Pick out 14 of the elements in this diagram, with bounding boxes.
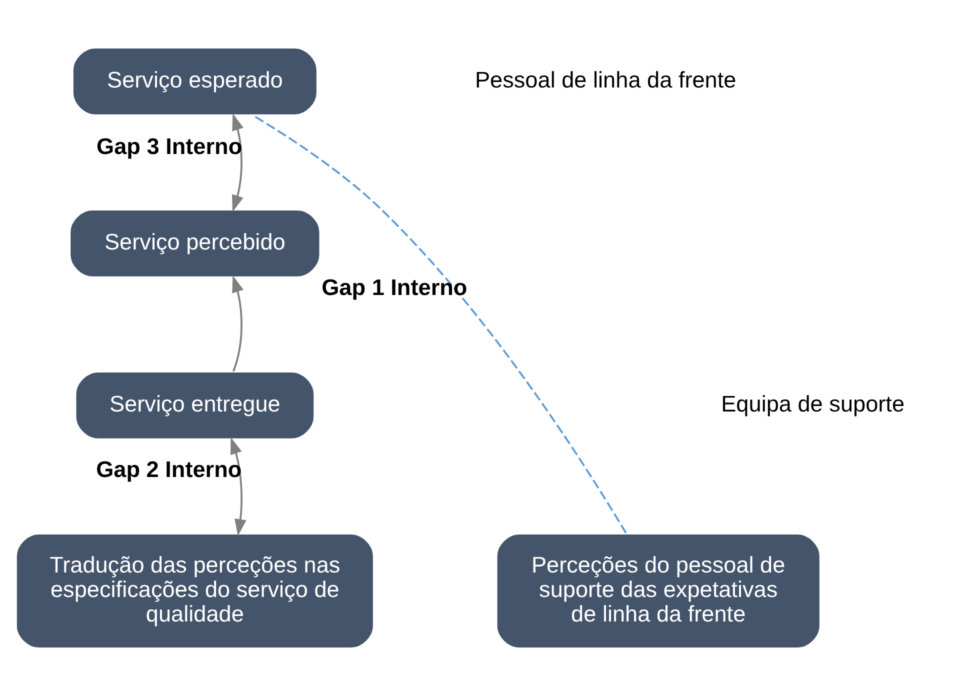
connector	[252, 114, 627, 533]
arrow	[232, 274, 244, 372]
edge-label: Gap 2 Interno	[96, 456, 242, 482]
edge-label: Gap 1 Interno	[322, 274, 468, 300]
label: Equipa de suporte	[721, 390, 905, 416]
node-box: Tradução das perceções nas especificações do serviço de qualidade	[15, 532, 375, 649]
arrow	[230, 436, 246, 536]
node-box: Serviço esperado	[72, 46, 318, 116]
node-box: Serviço entregue	[74, 370, 316, 440]
node-box: Serviço percebido	[68, 208, 322, 278]
node-box: Perceções do pessoal de suporte das expetativas de linha da frente	[495, 532, 822, 649]
arrow	[232, 112, 244, 212]
label: Pessoal de linha da frente	[474, 66, 736, 92]
edge-label: Gap 3 Interno	[96, 134, 242, 159]
